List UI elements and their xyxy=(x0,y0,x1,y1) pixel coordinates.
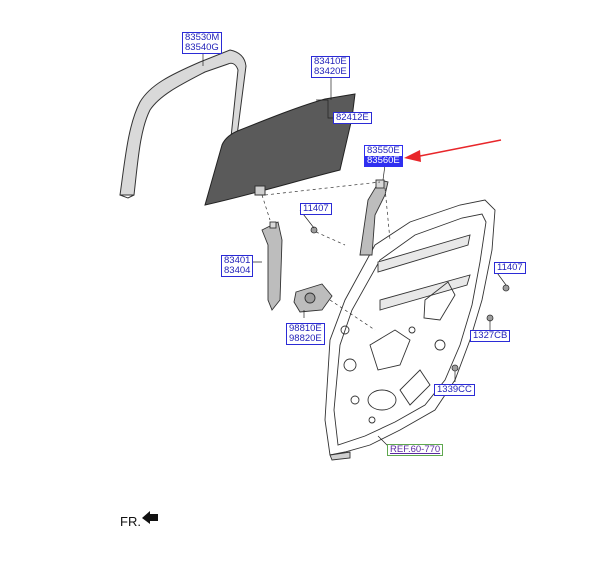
door-glass xyxy=(204,93,356,206)
part-number: 1339CC xyxy=(437,384,472,395)
front-arrow-icon xyxy=(142,511,158,524)
door-inner-panel xyxy=(324,199,496,461)
part-label-11407-upper[interactable]: 11407 xyxy=(300,203,332,215)
part-number: 83550E xyxy=(365,145,402,156)
part-number: 11407 xyxy=(303,203,329,214)
rear-channel xyxy=(359,179,389,256)
reference-link-60-770[interactable]: REF.60-770 xyxy=(387,444,444,456)
part-number: 83540G xyxy=(185,42,219,53)
regulator-rail xyxy=(261,221,283,311)
part-number: 83401 xyxy=(224,255,251,266)
part-label-83530m[interactable]: 83530M 83540G xyxy=(182,32,223,54)
front-direction-label: FR. xyxy=(120,514,141,529)
part-label-83401[interactable]: 83401 83404 xyxy=(221,255,254,277)
part-number: 83410E xyxy=(314,56,347,67)
part-label-98810e[interactable]: 98810E 98820E xyxy=(286,323,325,345)
part-number: 83530M xyxy=(185,32,220,43)
part-number: 83404 xyxy=(224,265,251,276)
bolt-fasteners xyxy=(310,226,510,372)
part-number: 98810E xyxy=(289,323,322,334)
part-number: 82412E xyxy=(336,112,369,123)
part-label-1339cc[interactable]: 1339CC xyxy=(434,384,475,396)
part-number: 83560E xyxy=(367,155,400,166)
part-label-1327cb[interactable]: 1327CB xyxy=(470,330,511,342)
part-label-11407-lower[interactable]: 11407 xyxy=(494,262,526,274)
pointer-arrow-icon xyxy=(404,139,502,162)
dashed-leaders xyxy=(261,181,391,331)
part-label-82412e[interactable]: 82412E xyxy=(333,112,372,124)
part-number: 1327CB xyxy=(473,330,508,341)
part-label-83550e[interactable]: 83550E 83560E xyxy=(364,145,403,167)
part-number: 83420E xyxy=(314,66,347,77)
part-label-83410e[interactable]: 83410E 83420E xyxy=(311,56,350,78)
part-number: 11407 xyxy=(497,262,523,273)
reference-text: REF.60-770 xyxy=(390,444,441,455)
regulator-motor xyxy=(293,283,333,313)
part-number: 98820E xyxy=(289,333,322,344)
